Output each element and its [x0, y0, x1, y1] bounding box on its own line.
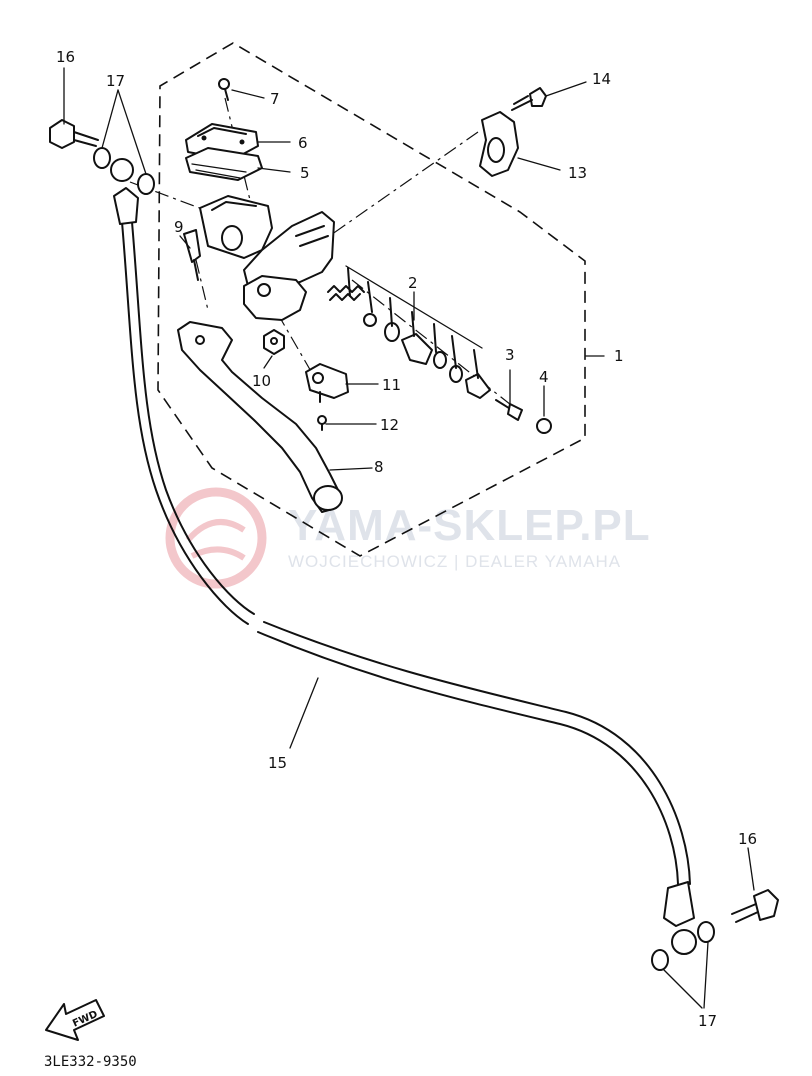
cap-screw [218, 78, 230, 101]
leader-lines [63, 67, 755, 1009]
piston-kit [327, 265, 491, 399]
callout-labels: 1 2 3 4 5 6 7 8 9 10 11 12 13 14 15 16 1… [56, 48, 757, 1030]
callout-11: 11 [382, 376, 401, 394]
screw-12 [317, 415, 327, 431]
brake-hose [110, 158, 697, 955]
callout-13: 13 [568, 164, 587, 182]
callout-1: 1 [614, 347, 624, 365]
assembly-boundary [157, 42, 586, 557]
brake-lever [177, 321, 343, 513]
callout-12: 12 [380, 416, 399, 434]
watermark-title: YAMA-SKLEP.PL [288, 501, 651, 550]
callout-16-top: 16 [56, 48, 75, 66]
clamp-holder [479, 111, 519, 177]
callout-4: 4 [539, 368, 549, 386]
callout-2: 2 [408, 274, 418, 292]
bleed-screw [495, 399, 523, 421]
callout-15: 15 [268, 754, 287, 772]
callout-17-bottom: 17 [698, 1012, 717, 1030]
switch-11 [305, 363, 349, 403]
callout-17-top: 17 [106, 72, 125, 90]
bolt-9 [183, 229, 201, 281]
washers-bottom [651, 921, 715, 971]
callout-10: 10 [252, 372, 271, 390]
callout-6: 6 [298, 134, 308, 152]
callout-14: 14 [592, 70, 611, 88]
watermark-subtitle: WOJCIECHOWICZ | DEALER YAMAHA [288, 552, 621, 571]
union-bolt-top [49, 119, 99, 149]
bleed-cap [536, 418, 552, 434]
callout-16-bottom: 16 [738, 830, 757, 848]
watermark: YAMA-SKLEP.PL WOJCIECHOWICZ | DEALER YAM… [165, 487, 651, 589]
callout-3: 3 [505, 346, 515, 364]
fwd-arrow: FWD [45, 999, 105, 1041]
washers-top [93, 147, 155, 195]
callout-5: 5 [300, 164, 310, 182]
nut-10 [263, 329, 285, 355]
watermark-logo-icon [165, 487, 267, 589]
master-cylinder-body [199, 195, 335, 321]
forward-arrow-icon [45, 999, 105, 1041]
callout-8: 8 [374, 458, 384, 476]
callout-9: 9 [174, 218, 184, 236]
diagram-code: 3LE332-9350 [44, 1054, 137, 1070]
holder-bolt [511, 87, 547, 111]
reservoir-diaphragm [185, 147, 263, 181]
union-bolt-bottom [731, 889, 779, 923]
callout-7: 7 [270, 90, 280, 108]
